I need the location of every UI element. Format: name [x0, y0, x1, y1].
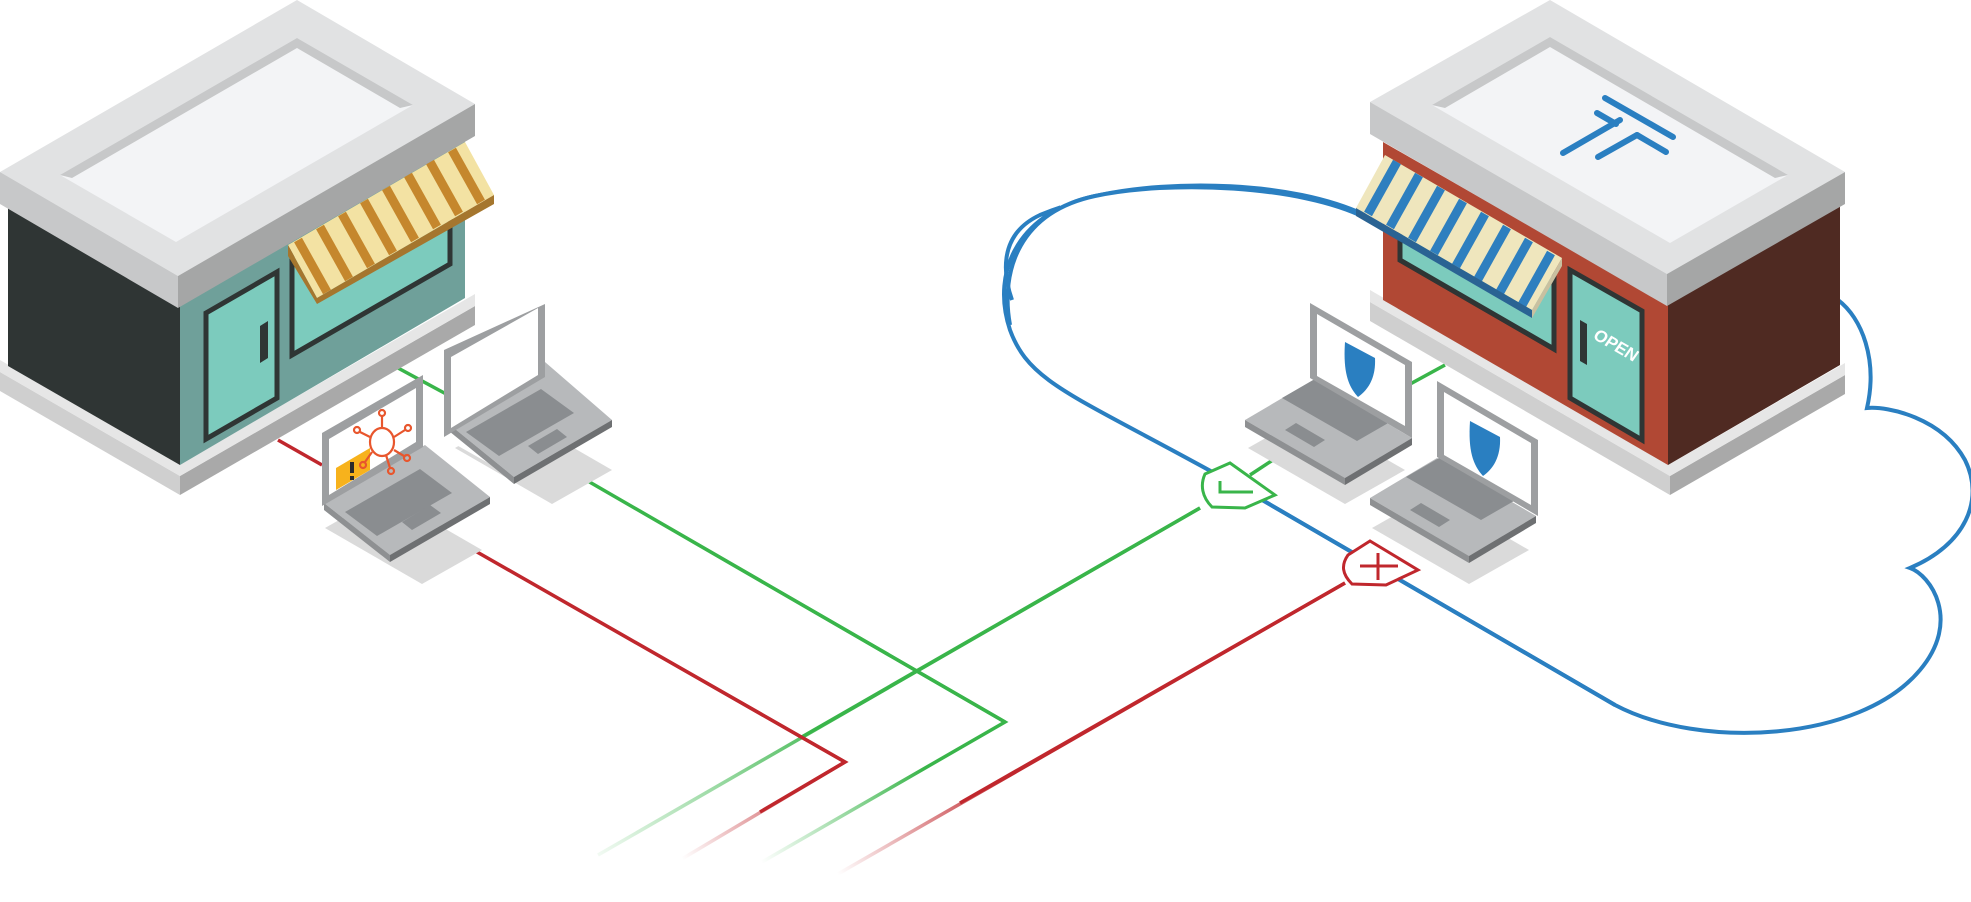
laptop-base	[1370, 458, 1536, 556]
laptop-keyboard	[345, 469, 452, 536]
laptop-protected-2[interactable]	[1370, 381, 1538, 584]
laptop-keyboard	[466, 389, 574, 456]
laptop-keyboard	[1406, 458, 1514, 520]
laptop-protected-1[interactable]	[1245, 303, 1412, 504]
check-icon	[1218, 481, 1253, 494]
brand-logo-icon	[1560, 95, 1676, 160]
blocked-shield-badge	[1342, 539, 1422, 587]
infected-traffic-line-store	[277, 438, 323, 467]
store-unprotected	[0, 0, 494, 495]
shield-icon	[1344, 342, 1376, 397]
store-awning	[288, 142, 494, 304]
blocked-traffic-line-solid	[959, 581, 1346, 805]
cloud-top-arc	[1005, 185, 1367, 326]
virus-alert-icon	[352, 408, 413, 476]
clean-traffic-line-diagonal-solid	[799, 506, 1201, 740]
laptop-clean[interactable]	[444, 304, 612, 504]
clean-traffic-line-laptop	[547, 456, 1009, 868]
laptop-infected[interactable]	[322, 375, 490, 584]
store-door	[1567, 265, 1645, 445]
infected-traffic-line-laptop	[434, 526, 849, 868]
checkmark-shield-badge	[1200, 461, 1279, 510]
cross-icon	[1360, 553, 1398, 580]
store-door	[203, 267, 280, 444]
alert-warning-icon	[336, 448, 370, 490]
clean-traffic-line-laptop-solid	[547, 456, 1006, 724]
store-side-wall	[1668, 205, 1840, 465]
laptop-base	[1245, 380, 1412, 478]
store-protected: OPEN	[1356, 0, 1845, 495]
cloud-line-lower	[1243, 488, 1617, 707]
shield-icon	[1469, 421, 1501, 476]
laptop-keyboard	[1282, 379, 1390, 441]
infected-traffic-line-laptop-solid	[434, 526, 849, 814]
store-awning	[1356, 155, 1562, 318]
store-front-wall	[8, 205, 180, 465]
